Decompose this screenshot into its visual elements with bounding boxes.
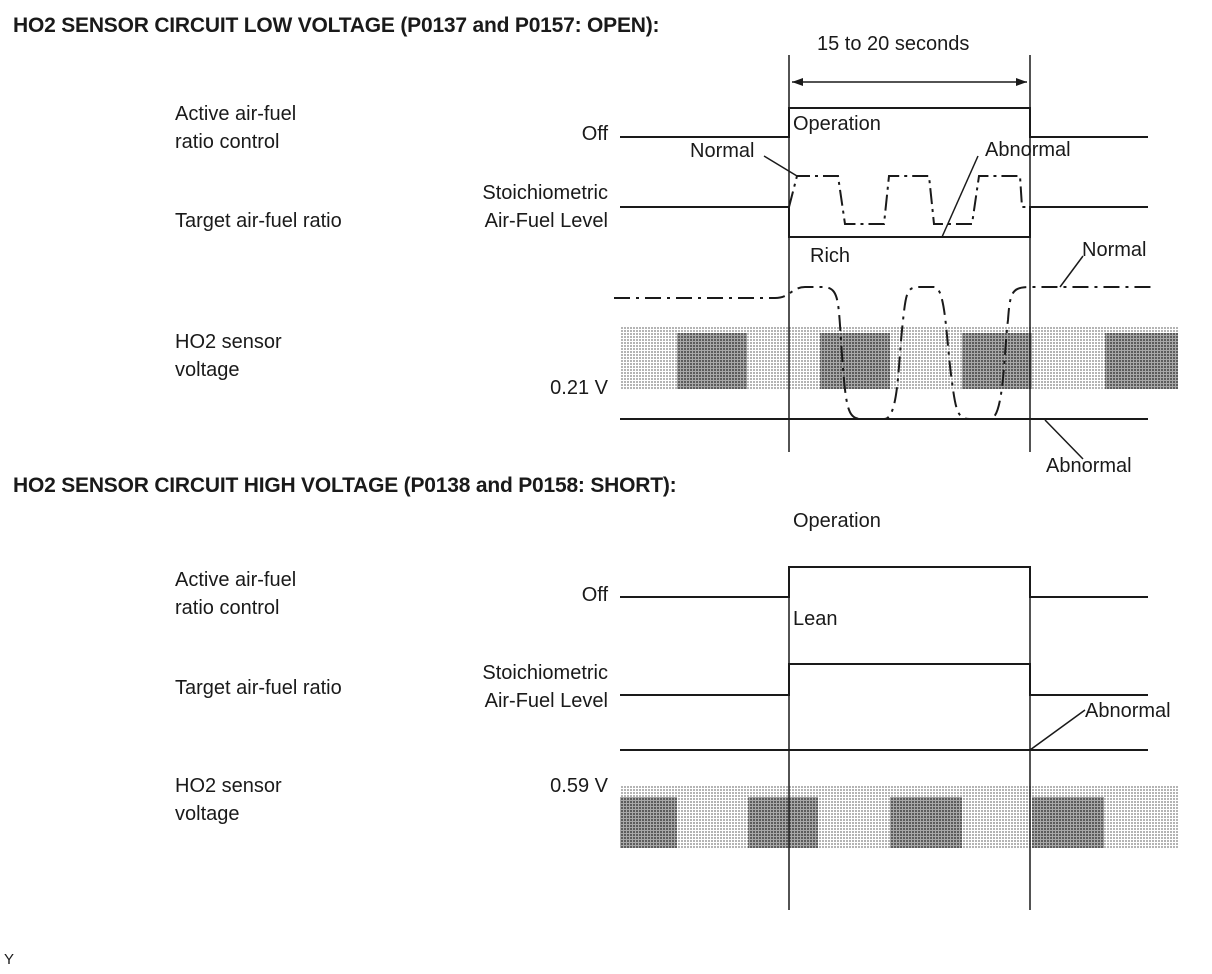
low-abnormal-target-leader [941, 155, 979, 238]
low-target-ratio-waveform [620, 206, 1148, 238]
low-target-normal-dashed-waveform [788, 175, 1030, 225]
low-normal-sensor-leader [1059, 255, 1084, 288]
high-lean-label: Lean [793, 608, 838, 630]
low-normal-sensor-label: Normal [1082, 239, 1147, 261]
low-stoich-label-line2: Air-Fuel Level [484, 210, 608, 232]
high-sensor-voltage-label-line1: HO2 sensor [175, 775, 282, 797]
high-stoich-label-line2: Air-Fuel Level [484, 690, 608, 712]
duration-label: 15 to 20 seconds [817, 33, 970, 55]
high-target-ratio-waveform [620, 663, 1148, 696]
low-sensor-voltage-label-line2: voltage [175, 359, 240, 381]
high-active-control-label-line1: Active air-fuel [175, 569, 297, 591]
low-active-control-waveform [620, 107, 1148, 138]
low-sensor-voltage-label-line1: HO2 sensor [175, 331, 282, 353]
low-normal-target-label: Normal [690, 140, 755, 162]
low-normal-target-leader [763, 155, 798, 177]
low-abnormal-target-label: Abnormal [985, 139, 1071, 161]
high-abnormal-leader [1029, 709, 1086, 751]
low-voltage-section-title: HO2 SENSOR CIRCUIT LOW VOLTAGE (P0137 an… [13, 14, 660, 37]
high-sensor-voltage-label-line2: voltage [175, 803, 240, 825]
low-target-ratio-label: Target air-fuel ratio [175, 210, 342, 232]
low-abnormal-sensor-label: Abnormal [1046, 455, 1132, 477]
high-abnormal-label: Abnormal [1085, 700, 1171, 722]
low-voltage-threshold-label: 0.21 V [550, 377, 608, 399]
low-stoich-label-line1: Stoichiometric [482, 182, 608, 204]
high-voltage-threshold-label: 0.59 V [550, 775, 608, 797]
high-sensor-shaded-band [620, 785, 1178, 848]
low-active-control-label-line2: ratio control [175, 131, 280, 153]
low-rich-label: Rich [810, 245, 851, 267]
low-operation-label: Operation [793, 113, 881, 135]
figure-code: Y [4, 951, 15, 968]
low-abnormal-sensor-leader [1044, 419, 1084, 460]
high-stoich-label-line1: Stoichiometric [482, 662, 608, 684]
high-active-control-label-line2: ratio control [175, 597, 280, 619]
high-operation-label: Operation [793, 510, 881, 532]
high-voltage-section-title: HO2 SENSOR CIRCUIT HIGH VOLTAGE (P0138 a… [13, 474, 677, 497]
low-active-control-label-line1: Active air-fuel [175, 103, 297, 125]
low-off-label: Off [581, 123, 608, 145]
high-active-control-waveform [620, 566, 1148, 598]
high-off-label: Off [581, 584, 608, 606]
high-target-ratio-label: Target air-fuel ratio [175, 677, 342, 699]
